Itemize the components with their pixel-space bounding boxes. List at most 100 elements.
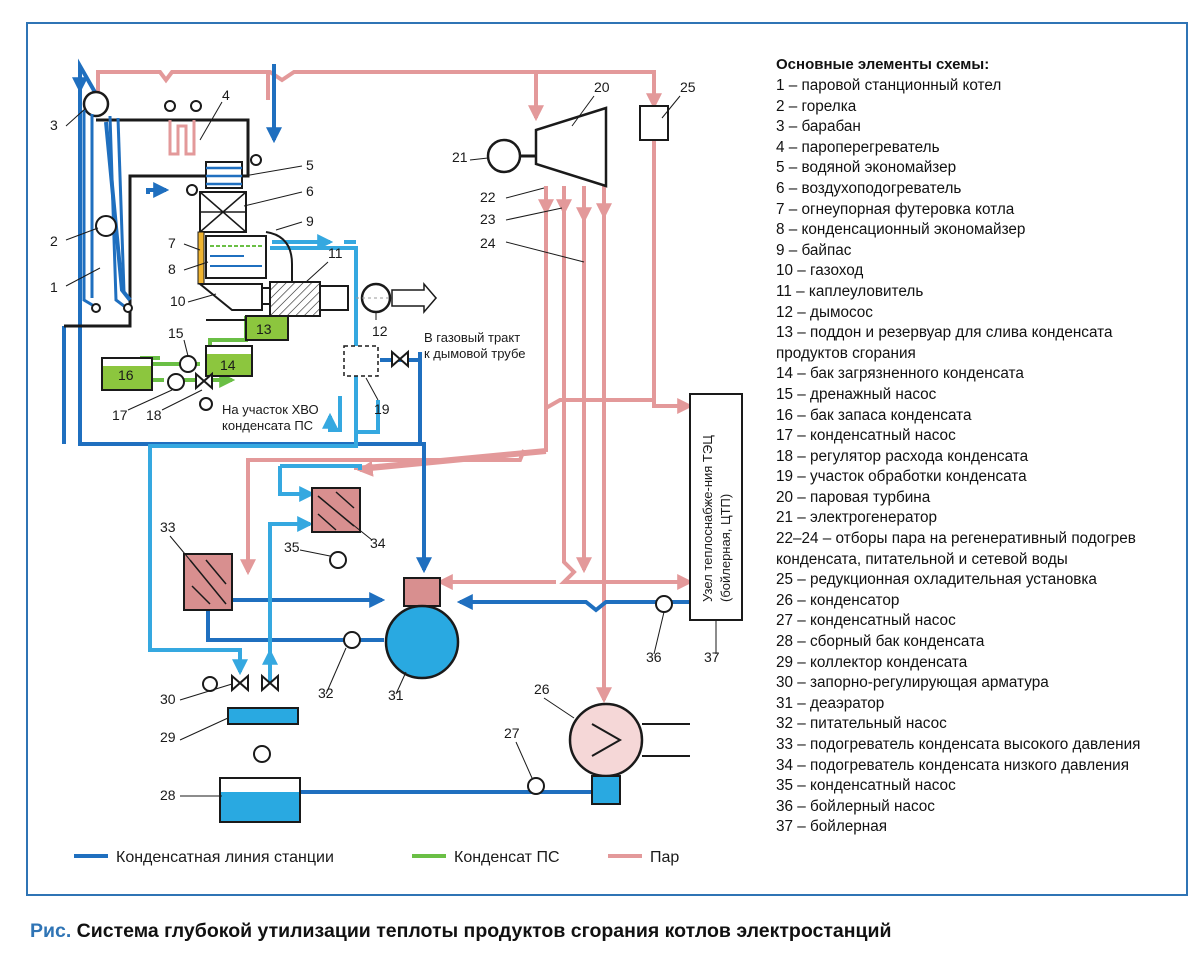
num-19: 19 <box>374 401 390 417</box>
pump-32 <box>343 631 361 649</box>
num-28: 28 <box>160 787 176 803</box>
legend-item: 31 – деаэратор <box>776 694 885 712</box>
num-33: 33 <box>160 519 176 535</box>
annotations: В газовый тракт к дымовой трубе На участ… <box>222 330 733 602</box>
num-1: 1 <box>50 279 58 295</box>
legend-item: 29 – коллектор конденсата <box>776 653 968 671</box>
caption-text: Система глубокой утилизации теплоты прод… <box>71 920 892 942</box>
num-29: 29 <box>160 729 176 745</box>
legend-item: 19 – участок обработки конденсата <box>776 468 1027 486</box>
num-35: 35 <box>284 539 300 555</box>
legend-item: 3 – барабан <box>776 118 861 136</box>
legend-item: 22–24 – отборы пара на регенеративный по… <box>776 530 1136 568</box>
hvo-line1: На участок ХВО <box>222 402 319 417</box>
legend-item: 20 – паровая турбина <box>776 488 931 506</box>
legend-ps: Конденсат ПС <box>454 849 560 866</box>
num-22: 22 <box>480 189 496 205</box>
light-condensate-lines <box>148 234 380 684</box>
heat-node-line1: Узел теплоснабже-ния ТЭЦ <box>700 435 715 602</box>
num-18: 18 <box>146 407 162 423</box>
pump-17 <box>167 373 185 391</box>
drum-icon <box>82 90 110 118</box>
num-26: 26 <box>534 681 550 697</box>
legend-title: Основные элементы схемы: <box>776 56 990 73</box>
line-legend: Конденсатная линия станции Конденсат ПС … <box>74 849 679 866</box>
legend-station: Конденсатная линия станции <box>116 849 334 866</box>
num-2: 2 <box>50 233 58 249</box>
num-16: 16 <box>118 367 134 383</box>
legend-item: 26 – конденсатор <box>776 591 900 609</box>
treatment-19 <box>343 345 379 377</box>
legend-item: 5 – водяной экономайзер <box>776 159 957 177</box>
tank-13 <box>245 315 289 341</box>
num-6: 6 <box>306 183 314 199</box>
num-25: 25 <box>680 79 696 95</box>
figure-caption: Рис. Система глубокой утилизации теплоты… <box>30 920 891 943</box>
num-20: 20 <box>594 79 610 95</box>
condenser-26 <box>568 702 644 778</box>
num-31: 31 <box>388 687 404 703</box>
legend-item: 10 – газоход <box>776 262 864 280</box>
legend-item: 16 – бак запаса конденсата <box>776 406 972 424</box>
boiler-house-37 <box>689 393 743 621</box>
legend-item: 25 – редукционная охладительная установк… <box>776 571 1097 589</box>
num-9: 9 <box>306 213 314 229</box>
burner-icon <box>95 215 117 237</box>
hvo-line2: конденсата ПС <box>222 418 313 433</box>
legend-item: 18 – регулятор расхода конденсата <box>776 447 1029 465</box>
num-5: 5 <box>306 157 314 173</box>
num-3: 3 <box>50 117 58 133</box>
heat-node-line2: (бойлерная, ЦТП) <box>718 494 733 602</box>
legend-item: 21 – электрогенератор <box>776 509 938 527</box>
pump-35 <box>329 551 347 569</box>
num-13: 13 <box>256 321 272 337</box>
generator-icon <box>486 138 522 174</box>
pumps <box>167 349 673 795</box>
steam-lines <box>96 70 694 704</box>
legend-item: 33 – подогреватель конденсата высокого д… <box>776 736 1141 753</box>
num-11: 11 <box>328 245 343 261</box>
pump-28 <box>253 745 271 763</box>
gas-path-line1: В газовый тракт <box>424 330 520 345</box>
turbine <box>534 106 608 188</box>
num-30: 30 <box>160 691 176 707</box>
legend-steam: Пар <box>650 849 679 866</box>
num-14: 14 <box>220 357 236 373</box>
deaerator-head <box>403 577 441 607</box>
num-23: 23 <box>480 211 496 227</box>
legend-item: 35 – конденсатный насос <box>776 777 956 795</box>
pump-36 <box>655 595 673 613</box>
number-labels: 1 2 3 4 5 6 7 8 9 10 11 12 13 14 15 16 1… <box>50 79 720 803</box>
reducer-25 <box>639 105 669 141</box>
legend-item: 8 – конденсационный экономайзер <box>776 221 1026 239</box>
legend-item: 14 – бак загрязненного конденсата <box>776 365 1024 383</box>
tanks <box>101 315 379 391</box>
collector-29 <box>227 707 299 725</box>
legend-item: 17 – конденсатный насос <box>776 427 956 445</box>
num-15: 15 <box>168 325 184 341</box>
equipment <box>183 393 743 823</box>
legend-item: 4 – пароперегреватель <box>776 138 940 156</box>
legend-item: 32 – питательный насос <box>776 715 947 733</box>
gas-path-line2: к дымовой трубе <box>424 346 525 361</box>
num-12: 12 <box>372 323 388 339</box>
turbine-group <box>486 105 669 188</box>
boiler <box>82 90 440 321</box>
legend-item: 2 – горелка <box>776 97 857 115</box>
num-21: 21 <box>452 149 468 165</box>
legend-item: 11 – каплеуловитель <box>776 282 924 300</box>
legend-item: 28 – сборный бак конденсата <box>776 633 985 651</box>
legend-item: 7 – огнеупорная футеровка котла <box>776 200 1015 218</box>
legend-item: 9 – байпас <box>776 241 852 259</box>
legend-item: 15 – дренажный насос <box>776 385 937 403</box>
caption-lead: Рис. <box>30 920 72 942</box>
num-34: 34 <box>370 535 386 551</box>
num-10: 10 <box>170 293 186 309</box>
legend-item: 34 – подогреватель конденсата низкого да… <box>776 756 1130 774</box>
num-4: 4 <box>222 87 230 103</box>
pump-27 <box>527 777 545 795</box>
legend-item: 36 – бойлерный насос <box>776 797 935 815</box>
pump-15 <box>179 355 197 373</box>
